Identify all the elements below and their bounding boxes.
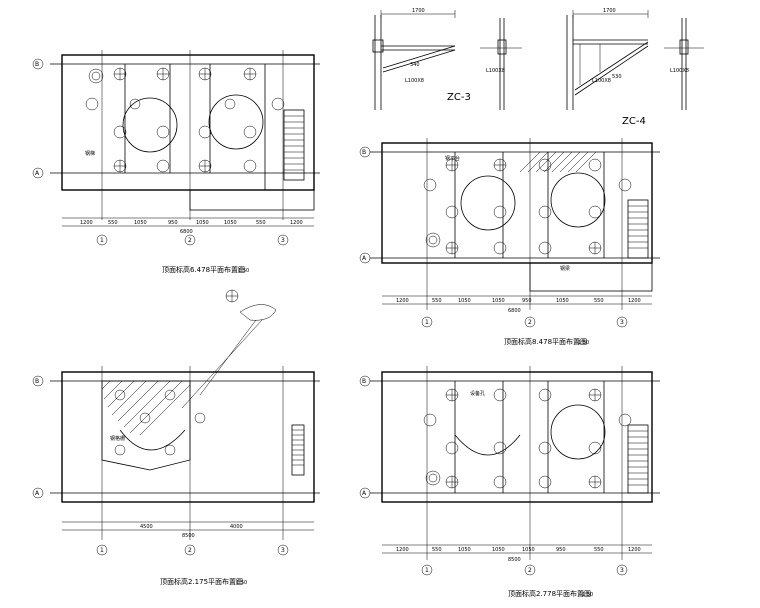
p4-dim-7: 1200 <box>628 547 641 553</box>
p1-dim-0: 1200 <box>80 220 93 226</box>
p3-scale: 1:50 <box>236 580 247 586</box>
p1-dim-5: 1050 <box>224 220 237 226</box>
p1-dim-3: 950 <box>168 220 178 226</box>
p3-dim-total: 8500 <box>182 533 195 539</box>
p1-axis-a: A <box>35 170 40 177</box>
p4-dim-3: 1050 <box>492 547 505 553</box>
p2-title: 顶面标高8.478平面布置图 <box>504 337 587 346</box>
p4-dim-4: 1050 <box>522 547 535 553</box>
p2-axis-b: B <box>362 149 366 156</box>
p3-axis-3: 3 <box>281 547 285 554</box>
label-grating: 钢格栅 <box>110 435 125 442</box>
p3-dim-1: 4000 <box>230 524 243 530</box>
p1-dim-7: 1200 <box>290 220 303 226</box>
p2-dim-1: 550 <box>432 298 442 304</box>
p2-dim-total: 6800 <box>508 308 521 314</box>
p3-dim-0: 4500 <box>140 524 153 530</box>
p3-axis-2: 2 <box>188 547 192 554</box>
label-platform: 钢平台 <box>445 155 460 162</box>
plan-4: 1200 550 1050 1050 1050 950 550 1200 850… <box>359 366 660 598</box>
p2-axis-2: 2 <box>528 319 532 326</box>
plan-1: 1200 550 1050 950 1050 1050 550 1200 680… <box>32 50 320 274</box>
p4-axis-b: B <box>362 378 366 385</box>
p2-dim-0: 1200 <box>396 298 409 304</box>
p1-scale: 1:50 <box>238 268 249 274</box>
p1-dim-4: 1050 <box>196 220 209 226</box>
p4-axis-3: 3 <box>620 567 624 574</box>
plan-3: 4500 4000 8500 1 2 3 B A 顶面标高2.175平面布置图 … <box>32 366 320 586</box>
zc4-angle: L100X8 <box>592 78 611 84</box>
p4-dim-6: 550 <box>594 547 604 553</box>
p2-dim-7: 1200 <box>628 298 641 304</box>
p2-axis-a: A <box>362 255 367 262</box>
p2-axis-1: 1 <box>425 319 429 326</box>
p3-axis-b: B <box>35 378 39 385</box>
label-hole: 设备孔 <box>470 390 485 397</box>
plan-2: 1200 550 1050 1050 950 1050 550 1200 680… <box>359 138 660 346</box>
p3-axis-1: 1 <box>100 547 104 554</box>
p4-axis-a: A <box>362 490 367 497</box>
p1-axis-2: 2 <box>188 237 192 244</box>
p2-scale: 1:50 <box>578 340 589 346</box>
p4-dim-2: 1050 <box>458 547 471 553</box>
p4-title: 顶面标高2.778平面布置图 <box>508 589 591 598</box>
p4-axis-2: 2 <box>528 567 532 574</box>
p4-dim-0: 1200 <box>396 547 409 553</box>
p4-dim-1: 550 <box>432 547 442 553</box>
zc3-side-angle: L100X8 <box>486 68 505 74</box>
p2-dim-3: 1050 <box>492 298 505 304</box>
zc4-label: ZC-4 <box>622 116 646 127</box>
section-zc4: 1700 530 L100X8 L100X8 ZC-4 <box>566 8 704 127</box>
zc3-dim-top: 1700 <box>412 8 425 14</box>
p4-axis-1: 1 <box>425 567 429 574</box>
p1-axis-1: 1 <box>100 237 104 244</box>
label-beam: 钢梁 <box>560 265 570 272</box>
p4-scale: 1:50 <box>582 592 593 598</box>
label-ladder: 钢梯 <box>85 150 95 157</box>
p3-axis-a: A <box>35 490 40 497</box>
p4-dim-total: 8500 <box>508 557 521 563</box>
p1-dim-2: 1050 <box>134 220 147 226</box>
p1-title: 顶面标高6.478平面布置图 <box>162 265 245 274</box>
p2-dim-2: 1050 <box>458 298 471 304</box>
p1-dim-total: 6800 <box>180 229 193 235</box>
zc4-side-angle: L100X8 <box>670 68 689 74</box>
p3-title: 顶面标高2.175平面布置图 <box>160 577 243 586</box>
leader-callout <box>181 289 277 409</box>
zc3-dim-mid: 340 <box>410 62 420 68</box>
section-zc3: 1700 340 L100X8 L100X8 ZC-3 <box>372 8 522 110</box>
p2-dim-6: 550 <box>594 298 604 304</box>
zc3-label: ZC-3 <box>447 92 471 103</box>
p1-axis-b: B <box>35 61 39 68</box>
p4-dim-5: 950 <box>556 547 566 553</box>
p2-dim-5: 1050 <box>556 298 569 304</box>
zc4-dim-top: 1700 <box>603 8 616 14</box>
p1-dim-6: 550 <box>256 220 266 226</box>
p2-dim-4: 950 <box>522 298 532 304</box>
p1-axis-3: 3 <box>281 237 285 244</box>
p1-dim-1: 550 <box>108 220 118 226</box>
p2-axis-3: 3 <box>620 319 624 326</box>
zc4-dim-mid: 530 <box>612 74 622 80</box>
zc3-angle: L100X8 <box>405 78 424 84</box>
